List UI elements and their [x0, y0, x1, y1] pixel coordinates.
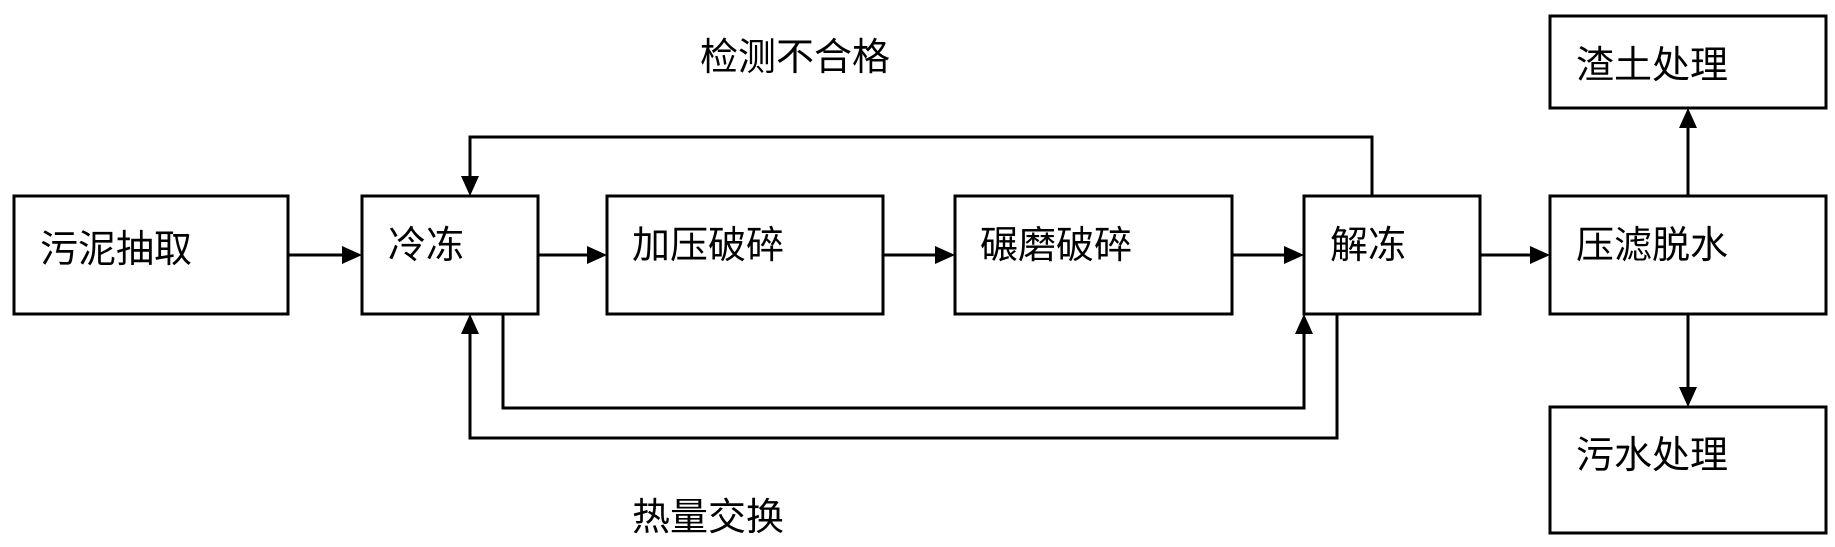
- node-press-crush-label: 加压破碎: [632, 223, 784, 267]
- heat-exchange-label: 热量交换: [632, 495, 784, 539]
- arrow-thaw-to-filter: [1480, 246, 1550, 264]
- node-extract: 污泥抽取: [12, 194, 290, 316]
- arrow-press-crush-to-grind-crush: [883, 246, 955, 264]
- node-grind-crush-label: 碾磨破碎: [980, 223, 1132, 267]
- node-thaw: 解冻: [1302, 194, 1482, 316]
- node-sewage-label: 污水处理: [1576, 433, 1728, 477]
- arrow-feedback-loop: [461, 135, 1374, 196]
- arrow-filter-to-residue: [1679, 108, 1697, 196]
- node-thaw-label: 解冻: [1330, 223, 1406, 267]
- node-filter-label: 压滤脱水: [1576, 223, 1728, 267]
- node-residue-label: 渣土处理: [1576, 43, 1728, 87]
- node-extract-label: 污泥抽取: [40, 227, 192, 271]
- arrow-heat-exchange-inner: [501, 314, 1313, 410]
- arrow-extract-to-freeze: [288, 246, 362, 264]
- node-press-crush: 加压破碎: [605, 194, 885, 316]
- arrow-heat-exchange-outer: [461, 314, 1339, 440]
- arrow-freeze-to-press-crush: [538, 246, 607, 264]
- node-sewage: 污水处理: [1548, 405, 1828, 535]
- arrow-grind-crush-to-thaw: [1232, 246, 1304, 264]
- node-residue: 渣土处理: [1548, 14, 1828, 110]
- feedback-label: 检测不合格: [700, 35, 890, 79]
- node-filter: 压滤脱水: [1548, 194, 1828, 316]
- node-freeze: 冷冻: [360, 194, 540, 316]
- node-grind-crush: 碾磨破碎: [953, 194, 1234, 316]
- node-freeze-label: 冷冻: [388, 223, 464, 267]
- arrow-filter-to-sewage: [1679, 314, 1697, 407]
